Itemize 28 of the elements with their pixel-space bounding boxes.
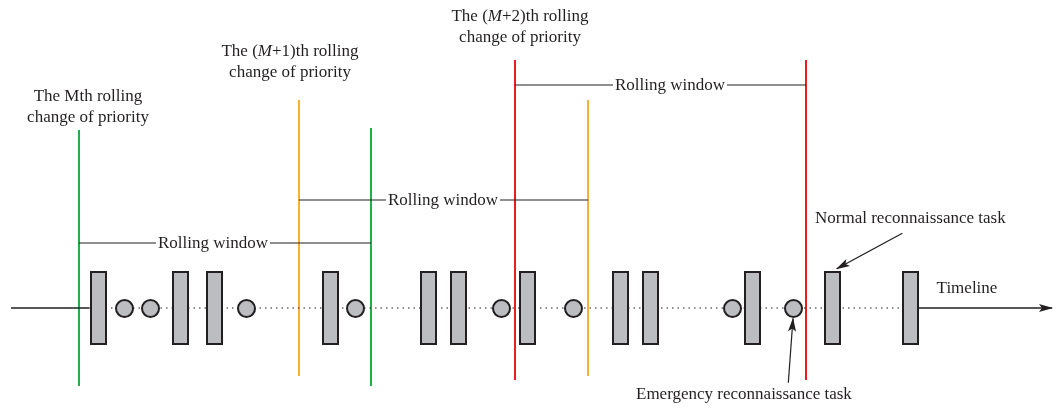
emergency-task-circle [563, 298, 583, 318]
emergency-task-circle [114, 298, 134, 318]
leader-line [835, 232, 903, 270]
priority-change-heading: The Mth rolling change of priority [26, 85, 150, 128]
normal-task-bar [612, 271, 629, 345]
emergency-task-circle [236, 298, 256, 318]
emergency-task-circle [722, 298, 742, 318]
task-label: Normal reconnaissance task [815, 208, 1051, 232]
normal-task-bar [90, 271, 107, 345]
normal-task-bar [744, 271, 761, 345]
emergency-task-circle [345, 298, 365, 318]
normal-task-bar [450, 271, 467, 345]
emergency-task-circle [783, 298, 803, 318]
normal-task-bar [206, 271, 223, 345]
task-label: Emergency reconnaissance task [636, 384, 908, 408]
normal-task-bar [519, 271, 536, 345]
axis-label: Timeline [936, 277, 998, 299]
normal-task-bar [322, 271, 339, 345]
emergency-task-circle [140, 298, 160, 318]
normal-task-bar [172, 271, 189, 345]
leader-line [787, 317, 797, 384]
normal-task-bar [642, 271, 659, 345]
priority-change-heading: The (M+1)th rolling change of priority [220, 40, 360, 83]
normal-task-bar [824, 271, 841, 345]
emergency-task-circle [491, 298, 511, 318]
priority-change-heading: The (M+2)th rolling change of priority [450, 5, 590, 48]
normal-task-bar [902, 271, 919, 345]
normal-task-bar [420, 271, 437, 345]
